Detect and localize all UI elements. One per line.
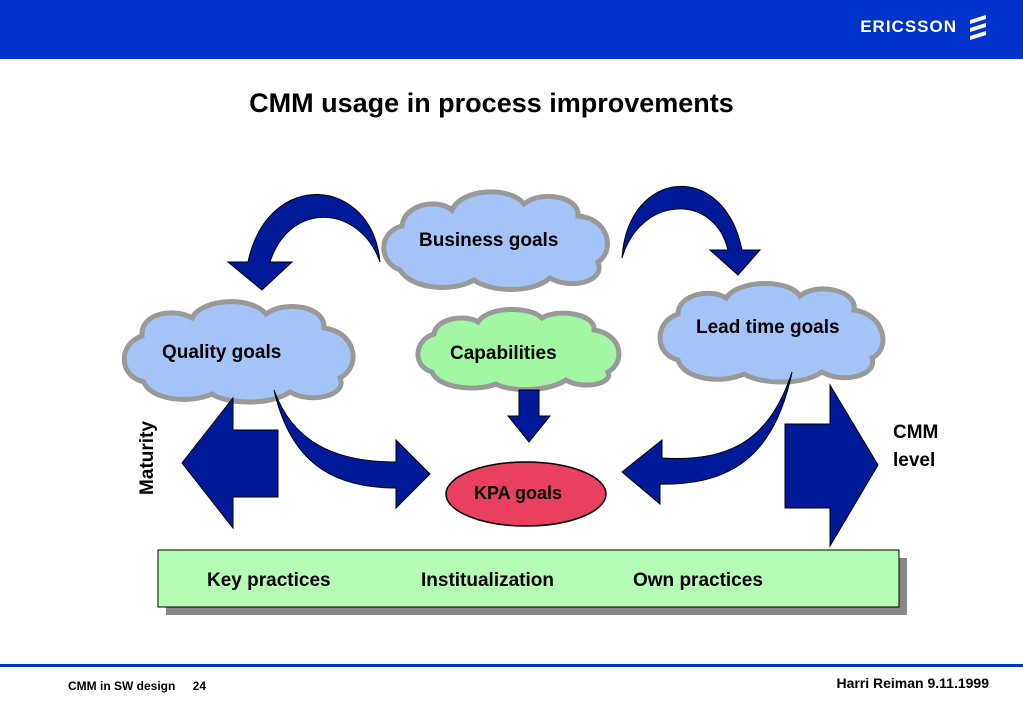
footer-page-number: 24 — [192, 679, 207, 693]
cmm-level-label-line1: CMM — [893, 422, 939, 443]
brand-name: ERICSSON — [860, 17, 957, 36]
bar-item-institualization: Institualization — [421, 570, 554, 591]
bar-item-key-practices: Key practices — [207, 570, 331, 591]
lead-time-goals-cloud — [657, 281, 886, 385]
cmm-level-label-line2: level — [893, 450, 936, 471]
footer-course: CMM in SW design — [68, 679, 176, 693]
slide-title: CMM usage in process improvements — [249, 88, 734, 118]
header-bar: ERICSSON — [0, 0, 1023, 59]
kpa-goals-label: KPA goals — [474, 483, 563, 503]
ericsson-logo: ERICSSON — [860, 14, 989, 40]
quality-goals-label: Quality goals — [162, 342, 282, 363]
kpa-goals-ellipse — [445, 461, 607, 527]
leadtime-to-kpa-arrow — [621, 371, 793, 506]
ericsson-mark-icon — [970, 15, 986, 40]
footer-divider — [0, 664, 1023, 667]
business-goals-cloud — [381, 189, 610, 292]
quality-to-kpa-arrow — [273, 389, 431, 510]
footer-left: CMM in SW design 24 — [68, 679, 220, 693]
practices-bar — [157, 549, 900, 608]
maturity-arrow — [181, 396, 279, 530]
curved-arrow-left — [226, 194, 381, 291]
quality-goals-cloud — [121, 299, 356, 405]
capabilities-down-arrow — [506, 389, 552, 443]
footer-author-date: Harri Reiman 9.11.1999 — [836, 675, 989, 691]
capabilities-label: Capabilities — [450, 343, 557, 364]
curved-arrow-right — [621, 185, 762, 276]
maturity-label: Maturity — [137, 421, 158, 495]
business-goals-label: Business goals — [419, 230, 559, 251]
capabilities-cloud — [415, 306, 622, 393]
cmm-level-arrow — [784, 383, 879, 548]
lead-time-goals-label: Lead time goals — [696, 317, 840, 338]
bar-item-own-practices: Own practices — [633, 570, 763, 591]
